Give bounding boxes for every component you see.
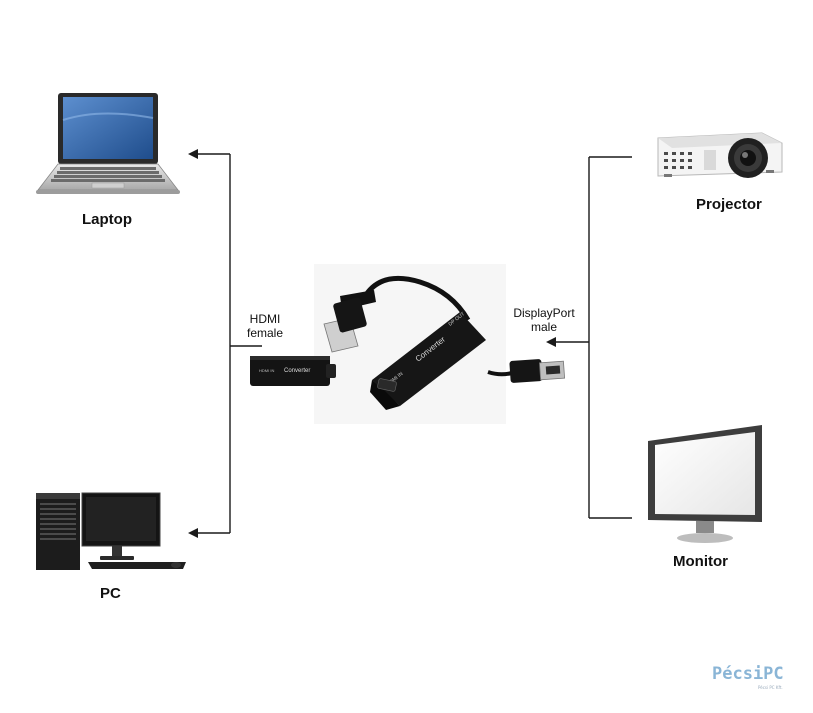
projector-label: Projector bbox=[696, 196, 762, 213]
right-bracket-lines bbox=[546, 156, 632, 519]
monitor-icon bbox=[648, 425, 762, 543]
hdmi-label-line1: HDMI bbox=[249, 312, 281, 326]
small-converter-port-text: HDMI IN bbox=[259, 368, 274, 373]
left-bracket-lines bbox=[188, 149, 262, 538]
monitor-label: Monitor bbox=[673, 553, 728, 570]
laptop-icon bbox=[36, 93, 180, 194]
displayport-male-cable bbox=[487, 359, 566, 383]
hdmi-label-line2: female bbox=[246, 326, 284, 340]
adapter-photo: Converter DP OUT HDMI IN bbox=[314, 264, 506, 424]
pecsipc-logo: PécsiPC bbox=[712, 664, 784, 684]
displayport-label-line2: male bbox=[530, 320, 557, 334]
small-converter-text: Converter bbox=[284, 368, 310, 374]
pc-label: PC bbox=[100, 585, 121, 602]
hdmi-female-label: HDMI female bbox=[240, 312, 290, 340]
pecsipc-logo-sub: Pécsi PC Kft. bbox=[758, 685, 783, 690]
displayport-male-label: DisplayPort male bbox=[505, 306, 583, 334]
laptop-label: Laptop bbox=[82, 211, 132, 228]
desktop-pc-icon bbox=[36, 492, 186, 570]
projector-icon bbox=[657, 132, 783, 178]
displayport-label-line1: DisplayPort bbox=[513, 306, 575, 320]
adapter-dp-plug bbox=[323, 275, 471, 353]
hdmi-female-converter: Converter HDMI IN bbox=[250, 356, 336, 386]
